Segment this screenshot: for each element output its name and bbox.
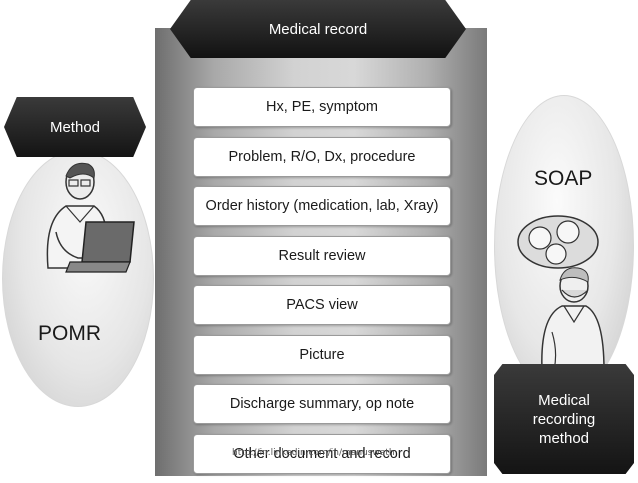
medical-recording-method-label: Medical recording method <box>494 364 634 474</box>
record-item-problem: Problem, R/O, Dx, procedure <box>193 136 451 177</box>
record-item-history: Hx, PE, symptom <box>193 87 451 127</box>
record-item-pacs-view: PACS view <box>193 285 451 325</box>
person-at-laptop-icon <box>46 162 135 273</box>
surgeon-icon <box>517 215 605 370</box>
record-item-order-history: Order history (medication, lab, Xray) <box>193 186 451 226</box>
record-item-discharge-summary: Discharge summary, op note <box>193 384 451 424</box>
method-label: Method <box>4 97 146 157</box>
record-item-result-review: Result review <box>193 235 451 276</box>
record-item-picture: Picture <box>193 334 451 375</box>
record-item-other-document: Other document and record <box>193 433 451 474</box>
medical-record-title: Medical record <box>170 0 466 58</box>
watermark-url: http://in.linkedin.com/in/manuswath <box>232 448 395 458</box>
soap-label: SOAP <box>534 167 593 190</box>
record-items-list: Hx, PE, symptom Problem, R/O, Dx, proced… <box>193 87 451 483</box>
medical-recording-method-text: Medical recording method <box>532 391 596 447</box>
pomr-label: POMR <box>38 322 101 345</box>
